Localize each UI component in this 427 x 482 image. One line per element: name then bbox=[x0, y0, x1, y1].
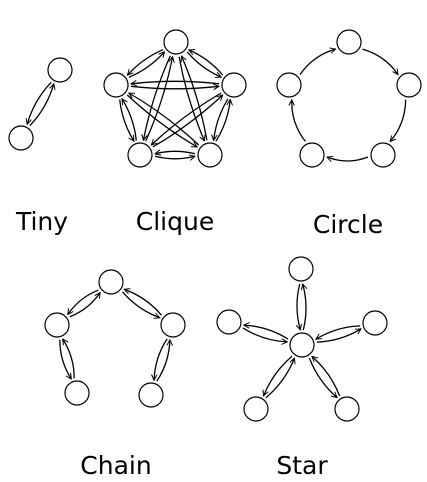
clique-node bbox=[197, 142, 223, 168]
star-edge bbox=[303, 284, 306, 331]
clique-edge bbox=[152, 95, 223, 148]
star-node bbox=[362, 310, 388, 336]
clique-edge bbox=[122, 99, 137, 141]
star-node bbox=[289, 332, 315, 358]
clique-edge bbox=[145, 57, 173, 142]
clique-edge bbox=[214, 98, 229, 141]
chain-node bbox=[98, 269, 124, 295]
tiny-node bbox=[47, 57, 73, 83]
clique-edge bbox=[126, 94, 197, 148]
chain-edge bbox=[68, 289, 99, 314]
chain-edge bbox=[59, 339, 72, 379]
chain-graph bbox=[44, 269, 186, 408]
star-node bbox=[334, 396, 360, 422]
clique-edge bbox=[182, 56, 208, 141]
circle-edge bbox=[327, 157, 369, 161]
star-node bbox=[288, 256, 314, 282]
clique-edge bbox=[129, 92, 200, 146]
star-edge bbox=[264, 355, 293, 396]
circle-edge bbox=[299, 49, 336, 75]
circle-node bbox=[276, 72, 302, 98]
clique-edge bbox=[128, 52, 165, 78]
clique-edge bbox=[215, 100, 230, 142]
star-edge bbox=[265, 358, 295, 399]
circle-node bbox=[396, 72, 422, 98]
clique-edge bbox=[151, 92, 222, 145]
clique-edge bbox=[119, 99, 134, 142]
star-edge bbox=[242, 327, 287, 342]
circle-node bbox=[336, 29, 362, 55]
clique-node bbox=[163, 29, 189, 55]
clique-edge bbox=[186, 51, 221, 77]
tiny-edge bbox=[27, 81, 52, 124]
circle-node bbox=[299, 142, 325, 168]
clique-graph bbox=[103, 29, 247, 168]
chain-edge bbox=[63, 339, 75, 379]
circle-label: Circle bbox=[313, 210, 383, 239]
circle-edge bbox=[292, 100, 306, 142]
circle-node bbox=[370, 142, 396, 168]
clique-edge bbox=[130, 86, 219, 89]
tiny-edge bbox=[29, 84, 54, 127]
star-edge bbox=[308, 357, 337, 398]
tiny-graph bbox=[8, 57, 73, 151]
clique-edge bbox=[131, 81, 220, 84]
clique-node bbox=[221, 72, 247, 98]
clique-edge bbox=[178, 56, 204, 141]
star-edge bbox=[312, 356, 341, 397]
tiny-node bbox=[8, 125, 34, 151]
clique-edge bbox=[189, 50, 224, 76]
chain-edge bbox=[69, 293, 101, 318]
chain-edge bbox=[122, 291, 160, 318]
chain-node bbox=[138, 382, 164, 408]
chain-node bbox=[44, 312, 70, 338]
clique-edge bbox=[143, 55, 171, 140]
circle-graph bbox=[276, 29, 422, 168]
star-label: Star bbox=[276, 451, 328, 480]
circle-edge bbox=[362, 48, 398, 75]
star-edge bbox=[244, 325, 289, 340]
star-node bbox=[243, 396, 269, 422]
star-node bbox=[216, 309, 242, 335]
clique-node bbox=[127, 142, 153, 168]
chain-edge bbox=[124, 289, 162, 316]
chain-node bbox=[160, 312, 186, 338]
chain-edge bbox=[154, 338, 168, 380]
clique-label: Clique bbox=[136, 207, 214, 236]
chain-node bbox=[64, 380, 90, 406]
tiny-label: Tiny bbox=[15, 207, 68, 236]
circle-edge bbox=[390, 99, 407, 142]
clique-node bbox=[103, 72, 129, 98]
star-edge bbox=[297, 283, 300, 330]
clique-edge bbox=[154, 156, 195, 159]
star-graph bbox=[216, 256, 388, 422]
clique-edge bbox=[128, 49, 164, 75]
chain-label: Chain bbox=[80, 451, 151, 480]
star-edge bbox=[316, 329, 361, 343]
chain-edge bbox=[156, 340, 170, 382]
clique-edge bbox=[155, 151, 196, 154]
star-edge bbox=[316, 325, 361, 339]
